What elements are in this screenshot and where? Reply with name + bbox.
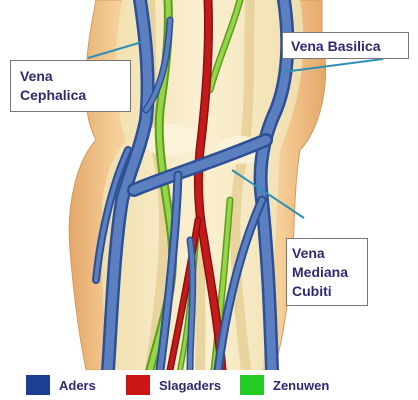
- legend-label-arteries: Slagaders: [159, 378, 221, 393]
- legend-swatch-nerves: [240, 375, 264, 395]
- label-vena-mediana-line-2: Mediana: [292, 263, 367, 282]
- legend-swatch-arteries: [126, 375, 150, 395]
- label-vena-basilica: Vena Basilica: [282, 32, 409, 59]
- legend-label-nerves: Zenuwen: [273, 378, 329, 393]
- label-vena-cephalica: Vena Cephalica: [10, 60, 131, 112]
- label-vena-basilica-text: Vena Basilica: [291, 37, 408, 56]
- label-vena-cephalica-line-1: Vena: [20, 67, 130, 86]
- label-vena-mediana-cubiti: Vena Mediana Cubiti: [286, 238, 368, 306]
- label-vena-mediana-line-3: Cubiti: [292, 282, 367, 301]
- label-vena-cephalica-line-2: Cephalica: [20, 86, 130, 105]
- label-vena-mediana-line-1: Vena: [292, 244, 367, 263]
- legend-swatch-veins: [26, 375, 50, 395]
- legend: Aders Slagaders Zenuwen: [0, 370, 418, 400]
- legend-label-veins: Aders: [59, 378, 96, 393]
